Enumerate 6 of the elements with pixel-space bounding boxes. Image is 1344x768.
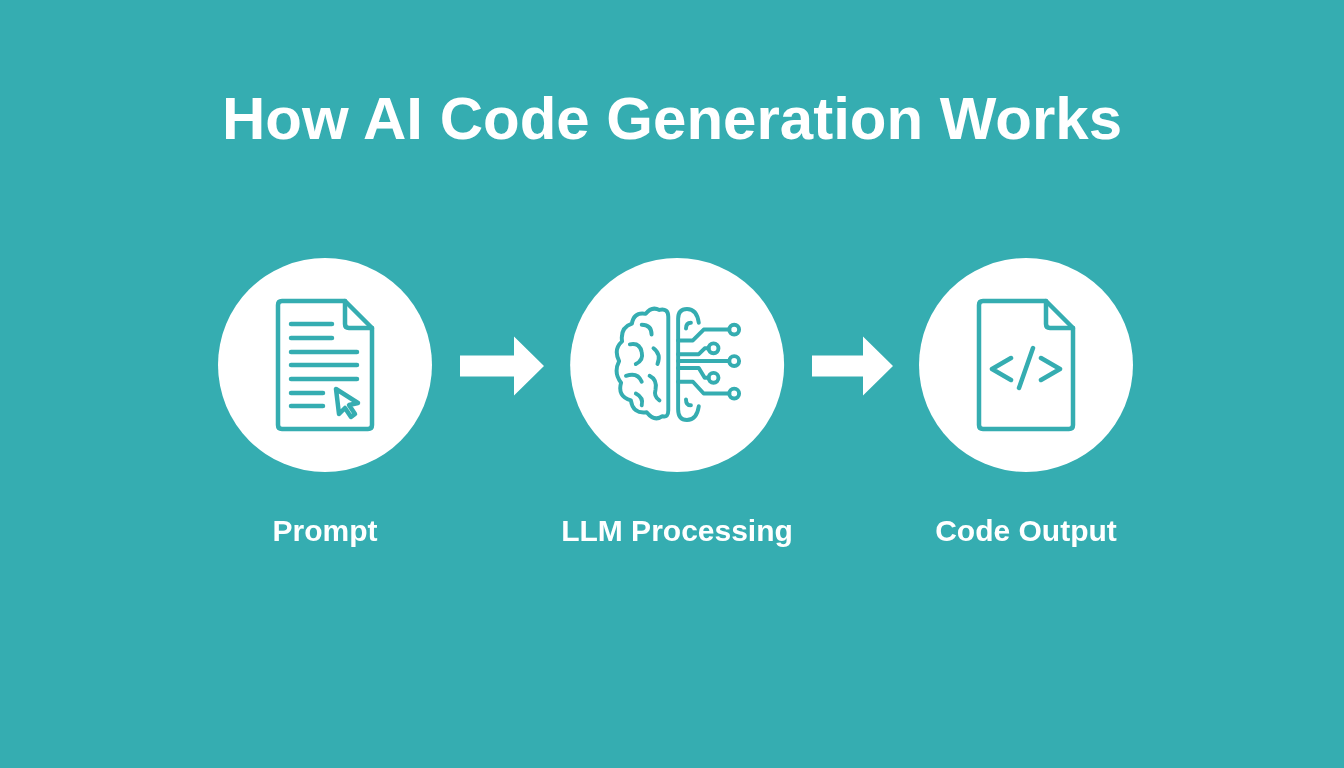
step-label: Code Output	[935, 513, 1117, 549]
diagram-title: How AI Code Generation Works	[221, 89, 1123, 149]
step-label: LLM Processing	[561, 513, 793, 549]
block-arrow	[460, 336, 544, 396]
step-label: Prompt	[272, 513, 378, 549]
block-arrow	[812, 336, 893, 396]
